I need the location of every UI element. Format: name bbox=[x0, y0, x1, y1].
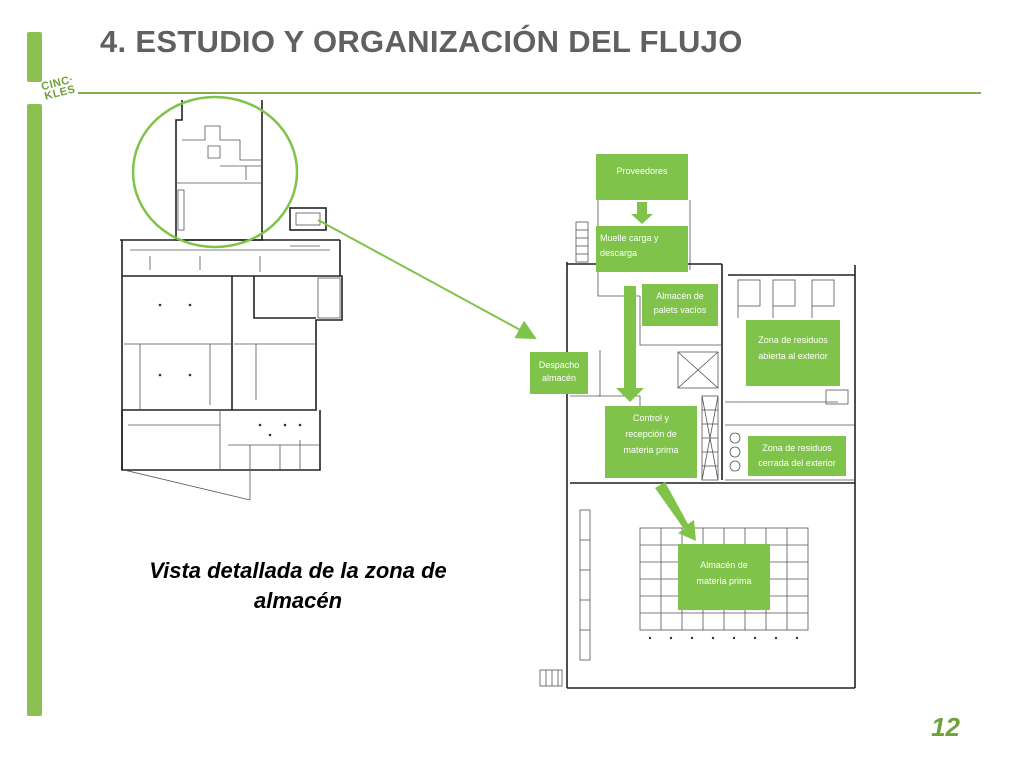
accent-bar-top bbox=[27, 32, 42, 82]
callout-arrow bbox=[317, 219, 537, 339]
flow-node-label: Muelle carga y bbox=[600, 233, 659, 243]
flow-node-residuos-cerrada: Zona de residuos cerrada del exterior bbox=[748, 436, 846, 476]
flow-node-label: Almacén de bbox=[656, 291, 704, 301]
page-number: 12 bbox=[931, 712, 960, 742]
accent-bar-main bbox=[27, 104, 42, 716]
flow-node-label: abierta al exterior bbox=[758, 351, 828, 361]
flow-node-label: cerrada del exterior bbox=[758, 458, 836, 468]
flow-arrows bbox=[616, 202, 696, 541]
title-underline bbox=[78, 92, 981, 94]
detail-highlight-circle bbox=[131, 95, 299, 249]
overview-floor-plan bbox=[120, 100, 343, 501]
slide-title: 4. ESTUDIO Y ORGANIZACIÓN DEL FLUJO bbox=[100, 24, 743, 59]
flow-node-residuos-abierta: Zona de residuos abierta al exterior bbox=[746, 320, 840, 386]
flow-node-almacen-palets: Almacén de palets vacíos bbox=[642, 284, 718, 326]
flow-node-label: materia prima bbox=[623, 445, 678, 455]
flow-node-almacen-materia: Almacén de materia prima bbox=[678, 544, 770, 610]
flow-node-label: recepción de bbox=[625, 429, 677, 439]
flow-node-label: Despacho bbox=[539, 360, 580, 370]
flow-node-label: almacén bbox=[542, 373, 576, 383]
flow-node-muelle: Muelle carga y descarga bbox=[596, 226, 688, 272]
diagram-caption: Vista detallada de la zona de almacén bbox=[149, 558, 447, 613]
flow-node-despacho: Despacho almacén bbox=[530, 352, 588, 394]
flow-node-label: descarga bbox=[600, 248, 637, 258]
flow-node-proveedores: Proveedores bbox=[596, 154, 688, 200]
flow-node-label: Control y bbox=[633, 413, 670, 423]
flow-node-label: materia prima bbox=[696, 576, 751, 586]
flow-node-label: Zona de residuos bbox=[758, 335, 828, 345]
flow-node-label: Proveedores bbox=[616, 166, 668, 176]
flow-node-control: Control y recepción de materia prima bbox=[605, 406, 697, 478]
flow-node-label: Almacén de bbox=[700, 560, 748, 570]
flow-node-label: Zona de residuos bbox=[762, 443, 832, 453]
flow-node-label: palets vacíos bbox=[654, 305, 707, 315]
